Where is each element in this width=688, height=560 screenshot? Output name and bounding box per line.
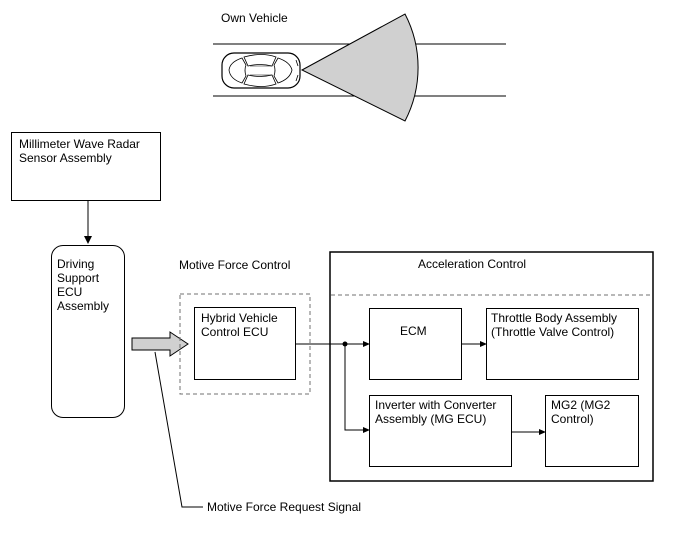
inverter-label: Inverter with Converter Assembly (MG ECU… bbox=[375, 398, 497, 426]
signal-leader-line bbox=[154, 351, 203, 508]
inverter-box bbox=[369, 395, 512, 467]
arrowhead-hv-to-ecm bbox=[363, 341, 370, 347]
motive-force-control-label: Motive Force Control bbox=[179, 258, 291, 272]
car-top-view-icon bbox=[221, 52, 301, 89]
ecm-box bbox=[369, 308, 462, 380]
throttle-body-box bbox=[486, 308, 639, 380]
acceleration-control-label: Acceleration Control bbox=[418, 257, 527, 271]
motive-force-request-signal-label: Motive Force Request Signal bbox=[207, 500, 362, 514]
radar-sensor-label: Millimeter Wave Radar Sensor Assembly bbox=[19, 137, 140, 165]
motive-force-signal-arrow bbox=[131, 331, 189, 357]
arrowhead-inverter-to-mg2 bbox=[539, 429, 546, 435]
motive-force-control-region bbox=[179, 293, 311, 395]
connector-hv-to-inverter bbox=[344, 344, 364, 431]
hybrid-vehicle-ecu-label: Hybrid Vehicle Control ECU bbox=[201, 311, 278, 339]
arrowhead-hv-to-inverter bbox=[363, 427, 370, 433]
acceleration-control-region bbox=[329, 251, 654, 482]
arrowhead-ecm-to-throttle bbox=[480, 341, 487, 347]
throttle-body-label: Throttle Body Assembly (Throttle Valve C… bbox=[491, 311, 618, 339]
radar-sensor-box bbox=[11, 132, 161, 201]
driving-support-ecu-box bbox=[51, 245, 125, 418]
mg2-label: MG2 (MG2 Control) bbox=[551, 398, 611, 426]
driving-support-ecu-label: Driving Support ECU Assembly bbox=[57, 257, 110, 313]
hybrid-vehicle-ecu-box bbox=[194, 307, 296, 380]
own-vehicle-label: Own Vehicle bbox=[221, 11, 288, 25]
ecm-label: ECM bbox=[400, 324, 427, 338]
mg2-box bbox=[545, 395, 639, 467]
radar-beam bbox=[300, 13, 419, 122]
arrowhead-radar-to-ecu bbox=[84, 236, 92, 244]
